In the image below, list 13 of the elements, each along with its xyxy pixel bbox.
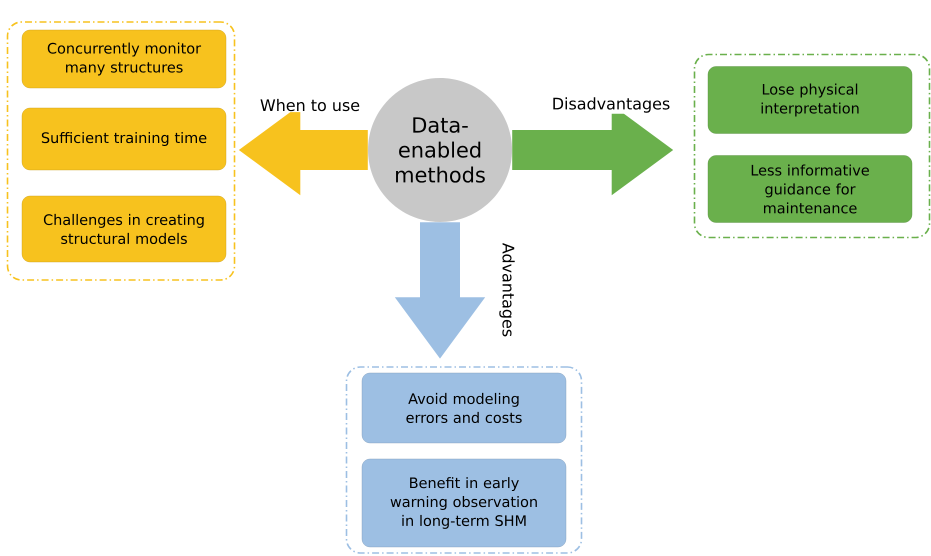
group-frame (346, 366, 582, 554)
text-box: Lose physical interpretation (708, 66, 912, 134)
text-box: Challenges in creating structural models (22, 196, 226, 262)
text-box: Benefit in early warning observation in long-term SHM (362, 458, 566, 548)
text-box: Avoid modeling errors and costs (362, 372, 566, 444)
edge-label: Advantages (498, 242, 516, 338)
edge-label: Disadvantages (550, 96, 672, 114)
edge-label: When to use (258, 98, 362, 112)
text-box: Less informative guidance for maintenance (708, 155, 912, 223)
text-box: Concurrently monitor many structures (22, 30, 226, 88)
group-frame (6, 21, 236, 281)
group-frame (694, 54, 930, 238)
text-box: Sufficient training time (22, 108, 226, 170)
